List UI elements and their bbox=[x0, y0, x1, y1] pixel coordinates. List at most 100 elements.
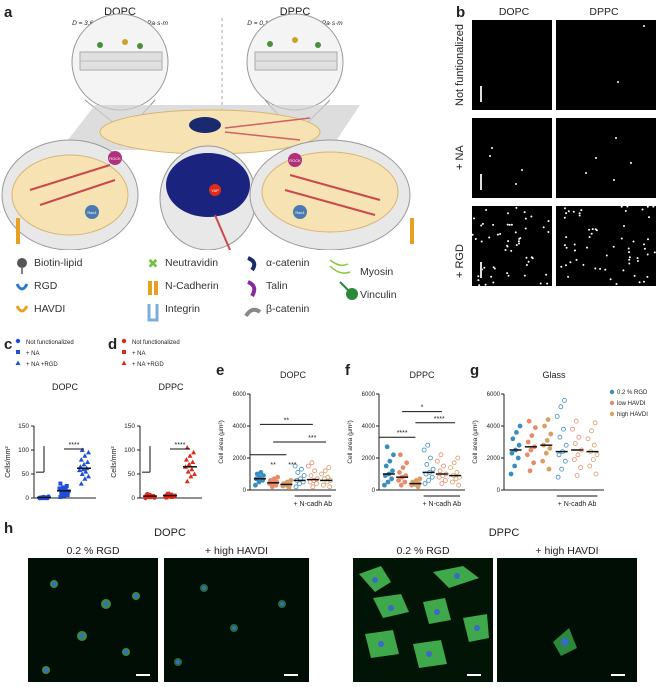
data-point bbox=[531, 460, 537, 466]
bead-dot bbox=[546, 282, 549, 285]
legend-c-1: + NA bbox=[26, 351, 40, 357]
data-point bbox=[528, 447, 534, 453]
significance-label: * bbox=[421, 405, 424, 412]
data-point bbox=[542, 423, 547, 429]
bead-dot bbox=[508, 223, 511, 226]
data-point bbox=[170, 494, 175, 499]
x-group-label: + N-cadh Ab bbox=[293, 501, 332, 508]
bead-dot bbox=[519, 237, 522, 240]
data-point bbox=[593, 471, 599, 477]
legend-g-1: low HAVDI bbox=[617, 401, 646, 407]
data-point bbox=[261, 473, 266, 478]
data-point bbox=[525, 439, 531, 445]
bead-dot bbox=[652, 205, 655, 208]
y-axis-label: Cells/mm² bbox=[111, 446, 118, 478]
data-point bbox=[441, 463, 447, 469]
micrograph-dopc-rgd-stain bbox=[28, 558, 158, 682]
data-point bbox=[310, 484, 316, 490]
panel-e-title: DOPC bbox=[280, 370, 307, 380]
data-point bbox=[515, 455, 521, 461]
data-point bbox=[439, 481, 445, 486]
bead-dot bbox=[518, 242, 520, 245]
data-point bbox=[456, 482, 462, 488]
scale-bar bbox=[480, 174, 482, 190]
data-point bbox=[65, 493, 70, 498]
data-point bbox=[86, 449, 91, 455]
data-point bbox=[312, 468, 318, 474]
panel-b-row-label-na: + NA bbox=[454, 145, 466, 170]
data-point bbox=[293, 484, 299, 490]
bead-dot bbox=[565, 212, 568, 215]
data-point bbox=[561, 426, 566, 432]
bead-dot bbox=[572, 210, 575, 213]
bead-dot bbox=[563, 244, 566, 247]
significance-label: ** bbox=[270, 462, 276, 469]
bead-dot bbox=[594, 228, 597, 231]
bead-dot bbox=[591, 228, 594, 231]
data-point bbox=[85, 459, 91, 464]
data-point bbox=[385, 479, 391, 485]
data-point bbox=[184, 478, 190, 484]
data-point bbox=[184, 445, 190, 450]
legend-neutravidin: Neutravidin bbox=[165, 257, 219, 269]
bead-dot bbox=[573, 243, 576, 246]
bead-dot bbox=[563, 216, 566, 219]
bead-dot bbox=[604, 268, 607, 271]
micrograph-dopc-havdi-stain bbox=[164, 558, 309, 682]
y-tick-label: 2000 bbox=[362, 456, 376, 462]
bead-dot bbox=[515, 206, 518, 209]
legend-g-0: 0.2 % RGD bbox=[617, 390, 648, 396]
data-point bbox=[390, 468, 395, 474]
data-point bbox=[443, 478, 448, 483]
micrograph-dppc-not-functionalized bbox=[556, 20, 656, 110]
bead-dot bbox=[545, 273, 548, 276]
rac1-label-right: Rac1 bbox=[295, 210, 305, 215]
data-point bbox=[299, 466, 304, 472]
bead-dot bbox=[499, 233, 502, 235]
legend-d-2: + NA +RGD bbox=[132, 362, 164, 368]
panel-label-b: b bbox=[456, 4, 466, 21]
neutravidin-icon: ✖ bbox=[148, 256, 159, 271]
data-point bbox=[592, 420, 598, 426]
data-point bbox=[288, 478, 294, 483]
bead-dot bbox=[578, 212, 581, 215]
data-point bbox=[404, 460, 410, 466]
data-point bbox=[448, 465, 453, 470]
data-point bbox=[587, 463, 593, 469]
panel-f-title: DPPC bbox=[409, 370, 435, 380]
data-point bbox=[186, 461, 192, 467]
y-tick-label: 0 bbox=[372, 488, 376, 494]
legend-rgd: RGD bbox=[34, 280, 58, 292]
talin-icon bbox=[247, 280, 257, 298]
data-point bbox=[396, 478, 401, 483]
bead-dot bbox=[507, 274, 510, 277]
yap-label: YAP bbox=[211, 188, 219, 193]
legend-marker bbox=[609, 400, 615, 406]
data-point bbox=[425, 442, 431, 448]
bead-dot bbox=[605, 254, 608, 257]
rock-label: ROCK bbox=[109, 156, 121, 161]
myosin-icon bbox=[329, 259, 351, 274]
bead-dot bbox=[506, 244, 509, 247]
bead-dot bbox=[510, 223, 513, 226]
y-tick-label: 0 bbox=[243, 488, 247, 494]
legend-marker bbox=[121, 338, 127, 344]
data-point bbox=[428, 455, 433, 461]
bead-dot bbox=[477, 275, 480, 278]
vinculin-icon bbox=[339, 281, 358, 300]
bead-dot bbox=[525, 264, 528, 266]
micrograph-dppc-rgd-stain bbox=[353, 558, 493, 682]
panel-label-h: h bbox=[4, 520, 14, 537]
y-tick-label: 100 bbox=[124, 447, 135, 454]
legend-marker bbox=[609, 411, 615, 417]
significance-label: *** bbox=[308, 435, 316, 442]
bead-dot bbox=[574, 249, 576, 252]
y-tick-label: 50 bbox=[22, 471, 30, 478]
panel-label-d: d bbox=[108, 336, 118, 353]
panel-h-title-4: + high HAVDI bbox=[535, 545, 599, 557]
legend-marker bbox=[609, 389, 615, 395]
bead-dot bbox=[588, 236, 591, 238]
data-point bbox=[326, 465, 332, 470]
data-point bbox=[527, 468, 533, 474]
bead-dot bbox=[492, 223, 495, 226]
